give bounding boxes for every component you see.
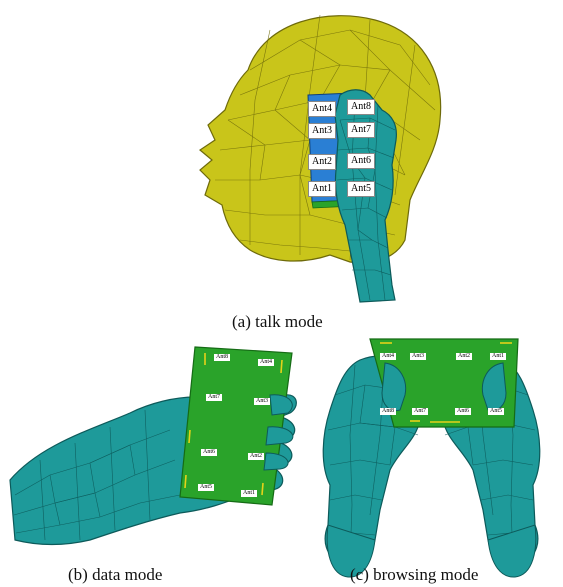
browsing-mode-panel: Ant4 Ant3 Ant2 Ant1 Ant8 Ant7 Ant6 Ant5 … (300, 335, 563, 587)
caption-data-mode: (b) data mode (68, 565, 162, 585)
talk-mode-panel: Ant4 Ant8 Ant3 Ant7 Ant2 Ant6 Ant1 Ant5 … (0, 0, 563, 335)
antenna-label: Ant5 (488, 408, 504, 415)
antenna-label: Ant5 (198, 484, 214, 491)
antenna-label: Ant3 (308, 123, 336, 139)
antenna-label: Ant6 (201, 449, 217, 456)
antenna-label: Ant2 (248, 453, 264, 460)
antenna-label: Ant5 (347, 181, 375, 197)
antenna-label: Ant8 (347, 99, 375, 115)
antenna-label: Ant6 (455, 408, 471, 415)
data-mode-panel: Ant8 Ant4 Ant7 Ant3 Ant6 Ant2 Ant5 Ant1 … (0, 335, 300, 587)
antenna-label: Ant8 (380, 408, 396, 415)
antenna-label: Ant7 (206, 394, 222, 401)
antenna-label: Ant4 (258, 359, 274, 366)
antenna-label: Ant1 (490, 353, 506, 360)
phone-model (180, 347, 292, 505)
antenna-label: Ant8 (214, 354, 230, 361)
antenna-label: Ant2 (308, 154, 336, 170)
antenna-label: Ant3 (410, 353, 426, 360)
antenna-label: Ant1 (241, 490, 257, 497)
antenna-label: Ant1 (308, 181, 336, 197)
antenna-label: Ant7 (412, 408, 428, 415)
caption-talk-mode: (a) talk mode (232, 312, 323, 332)
caption-browsing-mode: (c) browsing mode (350, 565, 478, 585)
antenna-label: Ant3 (254, 398, 270, 405)
antenna-label: Ant6 (347, 153, 375, 169)
antenna-label: Ant4 (308, 101, 336, 117)
data-mode-illustration (0, 335, 300, 587)
talk-mode-illustration (0, 0, 563, 335)
antenna-label: Ant4 (380, 353, 396, 360)
antenna-label: Ant7 (347, 122, 375, 138)
browsing-mode-illustration (300, 335, 563, 587)
antenna-label: Ant2 (456, 353, 472, 360)
